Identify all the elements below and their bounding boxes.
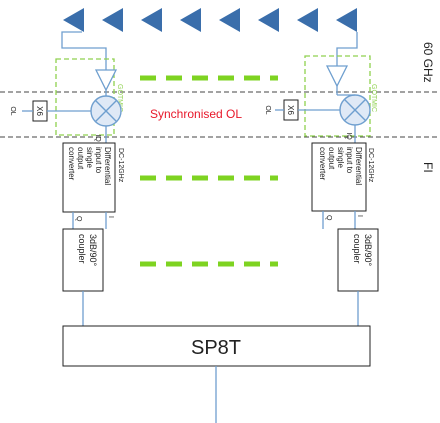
left-converter-band: DC-12GHz xyxy=(117,148,124,183)
antenna-icon xyxy=(336,8,357,32)
svg-text:coupler: coupler xyxy=(77,234,87,264)
left-converter-box xyxy=(62,142,116,213)
left-chain: GOTMIC X6 OL IQ Differential input to si… xyxy=(9,58,124,326)
svg-text:single: single xyxy=(85,147,94,168)
antenna-icon xyxy=(63,8,84,32)
svg-text:Differential: Differential xyxy=(354,147,363,185)
left-amplifier-icon xyxy=(94,69,118,92)
left-lo-label: OL xyxy=(9,106,16,115)
antenna-icon xyxy=(180,8,201,32)
antenna-array xyxy=(63,8,357,32)
left-converter-text: Differential input to single output conv… xyxy=(67,147,112,185)
left-i-label: I xyxy=(107,216,114,218)
band-label-60ghz: 60 GHz xyxy=(421,42,435,83)
svg-text:3dB/90°: 3dB/90° xyxy=(363,234,373,267)
right-multiplier-label: X6 xyxy=(286,105,295,115)
right-chain: GOTMIC X6 OL IQ Differential input to si… xyxy=(264,55,379,326)
synchronised-lo-label: Synchronised OL xyxy=(150,107,242,121)
sp8t-switch-box xyxy=(62,325,371,367)
right-converter-band: DC-12GHz xyxy=(367,148,374,183)
svg-text:input to: input to xyxy=(94,147,103,174)
right-converter-box xyxy=(311,142,367,212)
right-i-label: I xyxy=(356,215,363,217)
sp8t-label: SP8T xyxy=(191,337,241,359)
antenna-icon xyxy=(102,8,123,32)
svg-text:converter: converter xyxy=(67,147,76,181)
right-amplifier-icon xyxy=(325,65,349,88)
right-converter-text: Differential input to single output conv… xyxy=(318,147,363,185)
left-q-label: Q xyxy=(75,216,82,222)
svg-text:output: output xyxy=(76,147,85,170)
antenna-icon xyxy=(219,8,240,32)
left-mmic-boundary xyxy=(55,58,115,136)
left-coupler-box xyxy=(62,228,104,292)
left-mmic-label: GOTMIC xyxy=(116,84,123,112)
right-iq-label: IQ xyxy=(345,132,352,140)
svg-text:converter: converter xyxy=(318,147,327,181)
left-iq-label: IQ xyxy=(94,134,101,142)
antenna-icon xyxy=(297,8,318,32)
right-mmic-boundary xyxy=(304,55,371,137)
right-mmic-label: GOTMIC xyxy=(370,84,377,112)
right-coupler-text: 3dB/90° coupler xyxy=(352,234,373,267)
left-mixer-icon xyxy=(90,95,122,127)
channel-continuation-dashes xyxy=(140,75,278,267)
antenna-icon xyxy=(141,8,162,32)
svg-text:single: single xyxy=(336,147,345,168)
left-multiplier-label: X6 xyxy=(35,106,44,116)
left-feed-line xyxy=(61,31,107,70)
band-label-if: FI xyxy=(421,162,435,173)
antenna-icon xyxy=(258,8,279,32)
right-mixer-icon xyxy=(339,94,371,126)
svg-text:Differential: Differential xyxy=(103,147,112,185)
right-feed-line xyxy=(336,32,358,70)
svg-text:output: output xyxy=(327,147,336,170)
svg-text:3dB/90°: 3dB/90° xyxy=(88,234,98,267)
right-coupler-box xyxy=(337,228,379,292)
right-q-label: Q xyxy=(325,215,332,221)
right-lo-label: OL xyxy=(264,105,271,114)
left-coupler-text: 3dB/90° coupler xyxy=(77,234,98,267)
svg-text:input to: input to xyxy=(345,147,354,174)
svg-text:coupler: coupler xyxy=(352,234,362,264)
